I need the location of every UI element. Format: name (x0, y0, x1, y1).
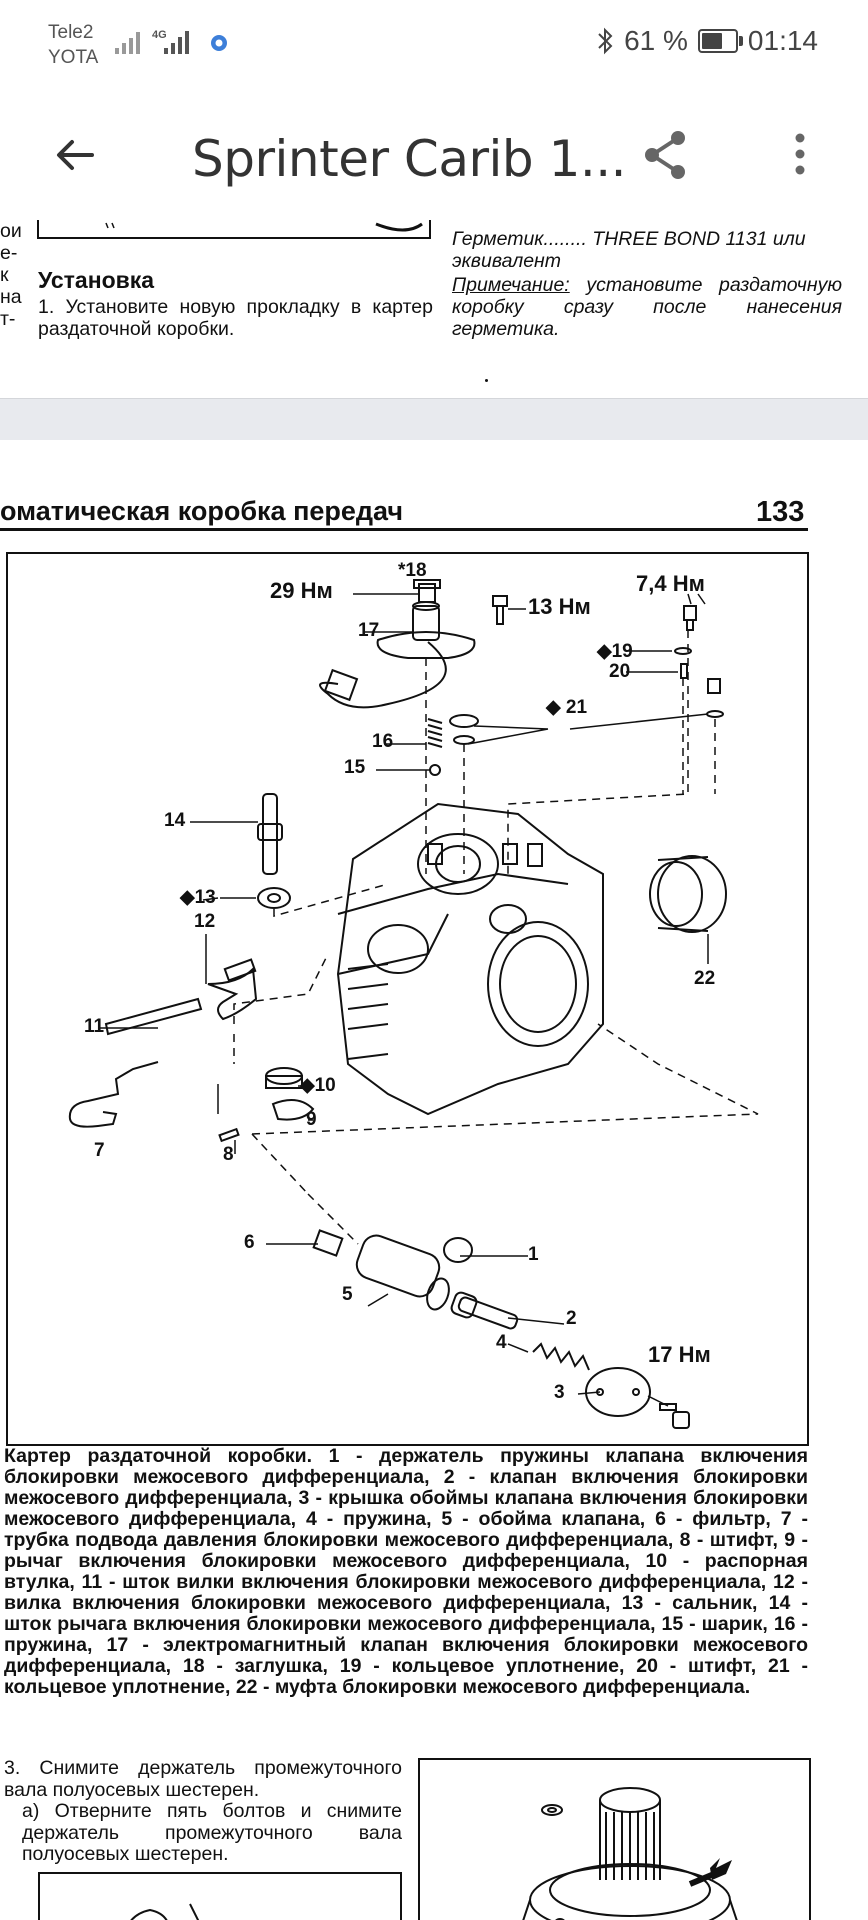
speck (485, 379, 488, 382)
label-19: ◆19 (597, 641, 633, 662)
label-torque-7-4: 7,4 Нм (636, 571, 705, 596)
label-1: 1 (528, 1244, 539, 1265)
document-title: Sprinter Carib 1... (192, 130, 627, 188)
note-text: установите раздаточную коробку сразу пос… (452, 274, 843, 340)
label-21: ◆ 21 (546, 697, 588, 718)
label-12: 12 (194, 911, 216, 932)
install-heading: Установка (38, 267, 155, 293)
label-14: 14 (164, 810, 186, 831)
exploded-diagram: 29 Нм *18 13 Нм 7,4 Нм 17 ◆19 20 ◆ 21 16… (6, 552, 809, 1446)
page-number: 133 (756, 496, 805, 528)
figure-caption: Картер раздаточной коробки. 1 - держател… (4, 1445, 808, 1698)
battery-icon (697, 29, 743, 53)
label-7: 7 (94, 1140, 105, 1161)
header-rule (0, 528, 808, 531)
label-13: ◆13 (180, 887, 216, 908)
label-8: 8 (223, 1144, 234, 1165)
sealant-line: Герметик........ THREE BOND 1131 или экв… (452, 228, 844, 272)
figure-shaft-holder-drawing (522, 1787, 738, 1920)
clock: 01:14 (747, 25, 818, 56)
share-icon[interactable] (640, 128, 690, 182)
label-11: 11 (84, 1016, 105, 1037)
step-3a-text: а) Отверните пять болтов и снимите держа… (22, 1800, 402, 1865)
install-step: 1. Установите новую прокладку в картер р… (38, 296, 433, 340)
app-bar: Sprinter Carib 1... (0, 90, 868, 220)
carrier-info: Tele2 YOTA (48, 20, 98, 70)
label-torque-29: 29 Нм (270, 578, 333, 603)
bluetooth-icon (598, 27, 613, 55)
page-separator (0, 398, 868, 441)
signal-icon (115, 32, 140, 54)
label-15: 15 (344, 757, 366, 778)
label-9: 9 (306, 1109, 317, 1130)
sealant-label: Герметик (452, 228, 544, 250)
battery-percent: 61 % (624, 25, 688, 56)
page-header-title: оматическая коробка передач (0, 496, 404, 526)
vpn-icon (211, 35, 227, 51)
signal-4g-icon: 4G (152, 29, 189, 54)
label-torque-13: 13 Нм (528, 594, 591, 619)
back-arrow-icon[interactable] (52, 132, 98, 178)
label-20: 20 (609, 661, 631, 682)
figure-next-drawing (130, 1903, 200, 1920)
label-2: 2 (566, 1308, 577, 1329)
carrier-1: Tele2 (48, 22, 94, 43)
carrier-2: YOTA (48, 47, 99, 68)
step-3-text: 3. Снимите держатель промежуточного вала… (4, 1757, 402, 1801)
sealant-value: ........ THREE BOND 1131 или эквивалент (452, 228, 806, 272)
note: Примечание: установите раздаточную короб… (452, 274, 842, 340)
label-17: 17 (358, 620, 380, 641)
pdf-page-133: оматическая коробка передач 133 (0, 440, 868, 1920)
more-vert-icon[interactable] (788, 130, 812, 178)
diagram-drawing (68, 579, 759, 1429)
status-bar: Tele2 YOTA 4G 61 % 01:14 (0, 0, 868, 90)
figure-next (38, 1872, 402, 1920)
label-4: 4 (496, 1332, 507, 1353)
label-torque-17: 17 Нм (648, 1342, 711, 1367)
network-type: 4G (152, 29, 167, 41)
label-10: ◆10 (300, 1075, 336, 1096)
label-18: *18 (398, 560, 427, 581)
note-label: Примечание: (452, 274, 570, 296)
status-right: 61 % 01:14 (596, 25, 818, 57)
label-5: 5 (342, 1284, 353, 1305)
figure-fragment (37, 220, 431, 239)
label-22: 22 (694, 968, 716, 989)
step-3: 3. Снимите держатель промежуточного вала… (4, 1757, 402, 1866)
label-6: 6 (244, 1232, 255, 1253)
label-3: 3 (554, 1382, 565, 1403)
figure-shaft-holder (418, 1758, 811, 1920)
label-16: 16 (372, 731, 394, 752)
